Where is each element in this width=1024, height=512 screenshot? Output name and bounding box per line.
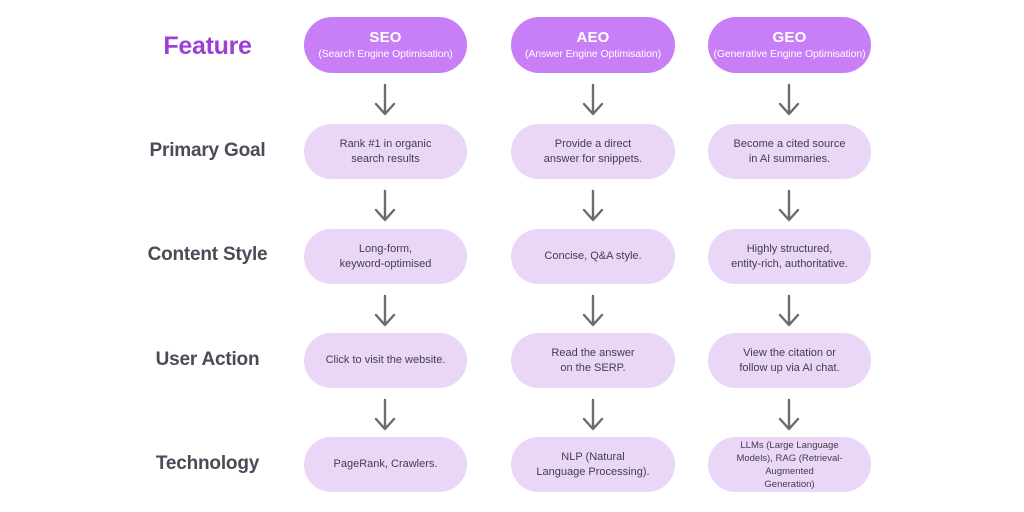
row-label-primary-goal: Primary Goal bbox=[149, 140, 266, 161]
cell-text: Provide a direct answer for snippets. bbox=[543, 137, 643, 165]
column-header-seo[interactable]: SEO (Search Engine Optimisation) bbox=[304, 17, 467, 73]
arrow-down-icon bbox=[372, 294, 398, 328]
page-title: Feature bbox=[163, 32, 252, 60]
column-header-abbr: GEO bbox=[772, 29, 807, 46]
arrow-down-icon bbox=[372, 189, 398, 223]
cell-text: LLMs (Large Language Models), RAG (Retri… bbox=[736, 439, 843, 490]
cell-aeo-technology[interactable]: NLP (Natural Language Processing). bbox=[511, 437, 675, 492]
cell-seo-user-action[interactable]: Click to visit the website. bbox=[304, 333, 467, 388]
row-label-technology: Technology bbox=[155, 453, 260, 474]
arrow-down-icon bbox=[580, 398, 606, 432]
cell-geo-user-action[interactable]: View the citation or follow up via AI ch… bbox=[708, 333, 871, 388]
cell-text: Highly structured, entity-rich, authorit… bbox=[731, 242, 848, 270]
column-header-geo[interactable]: GEO (Generative Engine Optimisation) bbox=[708, 17, 871, 73]
column-header-expansion: (Generative Engine Optimisation) bbox=[713, 48, 866, 60]
arrow-down-icon bbox=[776, 294, 802, 328]
column-header-abbr: SEO bbox=[369, 29, 402, 46]
arrow-down-icon bbox=[776, 398, 802, 432]
cell-text: Read the answer on the SERP. bbox=[551, 346, 635, 374]
cell-aeo-user-action[interactable]: Read the answer on the SERP. bbox=[511, 333, 675, 388]
cell-text: Become a cited source in AI summaries. bbox=[733, 137, 846, 165]
cell-text: View the citation or follow up via AI ch… bbox=[739, 346, 840, 374]
cell-geo-content-style[interactable]: Highly structured, entity-rich, authorit… bbox=[708, 229, 871, 284]
cell-seo-content-style[interactable]: Long-form, keyword-optimised bbox=[304, 229, 467, 284]
cell-seo-technology[interactable]: PageRank, Crawlers. bbox=[304, 437, 467, 492]
arrow-down-icon bbox=[580, 294, 606, 328]
arrow-down-icon bbox=[776, 189, 802, 223]
cell-text: NLP (Natural Language Processing). bbox=[536, 450, 650, 478]
arrow-down-icon bbox=[372, 83, 398, 117]
arrow-down-icon bbox=[372, 398, 398, 432]
arrow-down-icon bbox=[580, 189, 606, 223]
row-label-user-action: User Action bbox=[155, 349, 260, 370]
arrow-down-icon bbox=[776, 83, 802, 117]
cell-text: PageRank, Crawlers. bbox=[333, 458, 438, 470]
arrow-down-icon bbox=[580, 83, 606, 117]
cell-geo-primary-goal[interactable]: Become a cited source in AI summaries. bbox=[708, 124, 871, 179]
cell-text: Rank #1 in organic search results bbox=[339, 137, 432, 165]
cell-aeo-primary-goal[interactable]: Provide a direct answer for snippets. bbox=[511, 124, 675, 179]
column-header-abbr: AEO bbox=[576, 29, 610, 46]
cell-seo-primary-goal[interactable]: Rank #1 in organic search results bbox=[304, 124, 467, 179]
cell-geo-technology[interactable]: LLMs (Large Language Models), RAG (Retri… bbox=[708, 437, 871, 492]
column-header-aeo[interactable]: AEO (Answer Engine Optimisation) bbox=[511, 17, 675, 73]
cell-text: Concise, Q&A style. bbox=[544, 250, 642, 262]
cell-aeo-content-style[interactable]: Concise, Q&A style. bbox=[511, 229, 675, 284]
row-label-content-style: Content Style bbox=[147, 244, 268, 265]
cell-text: Long-form, keyword-optimised bbox=[339, 242, 432, 270]
column-header-expansion: (Search Engine Optimisation) bbox=[318, 48, 453, 60]
column-header-expansion: (Answer Engine Optimisation) bbox=[524, 48, 662, 60]
row-label-column: Feature Primary Goal Content Style User … bbox=[120, 0, 295, 512]
cell-text: Click to visit the website. bbox=[325, 354, 446, 366]
